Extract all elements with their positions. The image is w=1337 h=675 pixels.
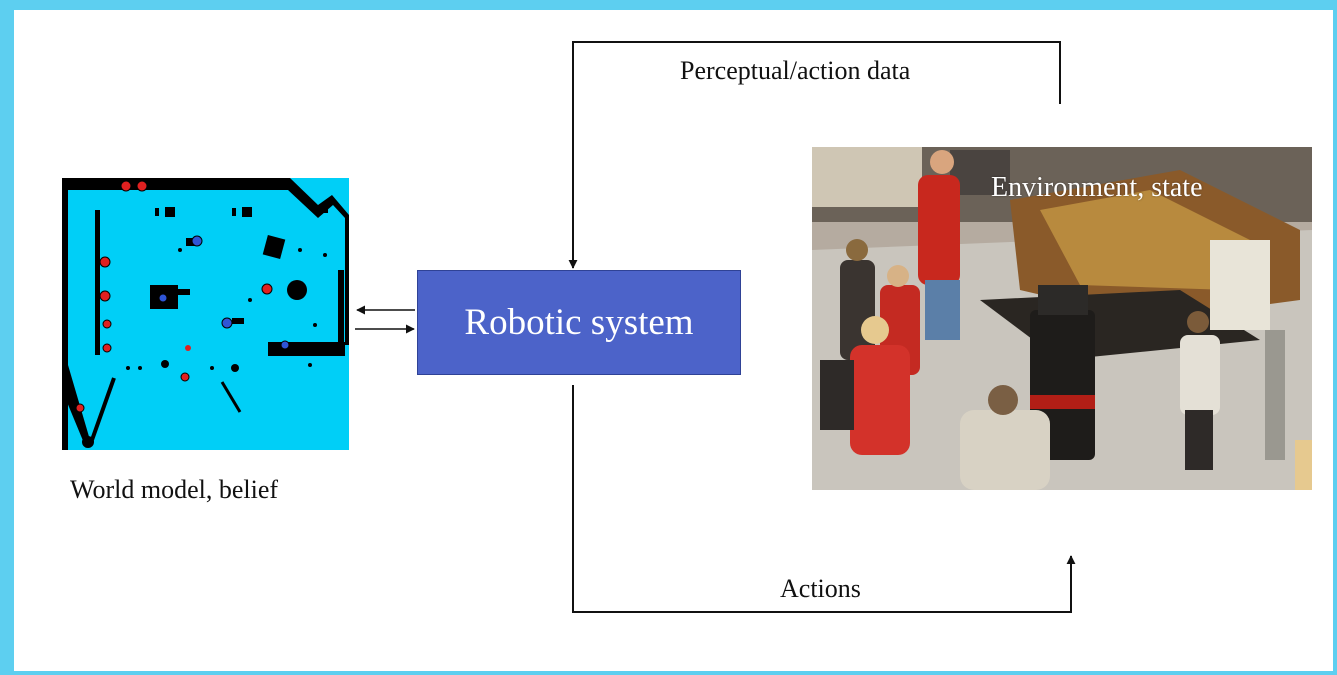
map-diagonal-wall-b	[220, 381, 242, 413]
map-inner-wall-bottom	[268, 342, 345, 356]
robotic-system-box: Robotic system	[417, 270, 741, 375]
actions-arrow	[572, 385, 1076, 613]
perception-arrow	[568, 41, 1061, 269]
map-left-wall	[62, 178, 68, 450]
world-model-map	[62, 178, 349, 450]
map-background	[62, 178, 349, 450]
map-inner-wall-left	[95, 210, 100, 355]
map-diagonal-wall-a	[90, 377, 116, 441]
map-top-wall	[62, 178, 349, 240]
robotic-system-label: Robotic system	[464, 302, 694, 343]
actions-arrow-label: Actions	[780, 574, 861, 603]
map-inner-wall-right	[338, 270, 344, 350]
world-model-label: World model, belief	[70, 475, 279, 504]
map-right-wall	[345, 240, 349, 345]
environment-label: Environment, state	[991, 172, 1203, 203]
perception-arrow-label: Perceptual/action data	[680, 56, 911, 85]
environment-photo	[812, 147, 1312, 490]
people-figures	[820, 150, 1312, 490]
